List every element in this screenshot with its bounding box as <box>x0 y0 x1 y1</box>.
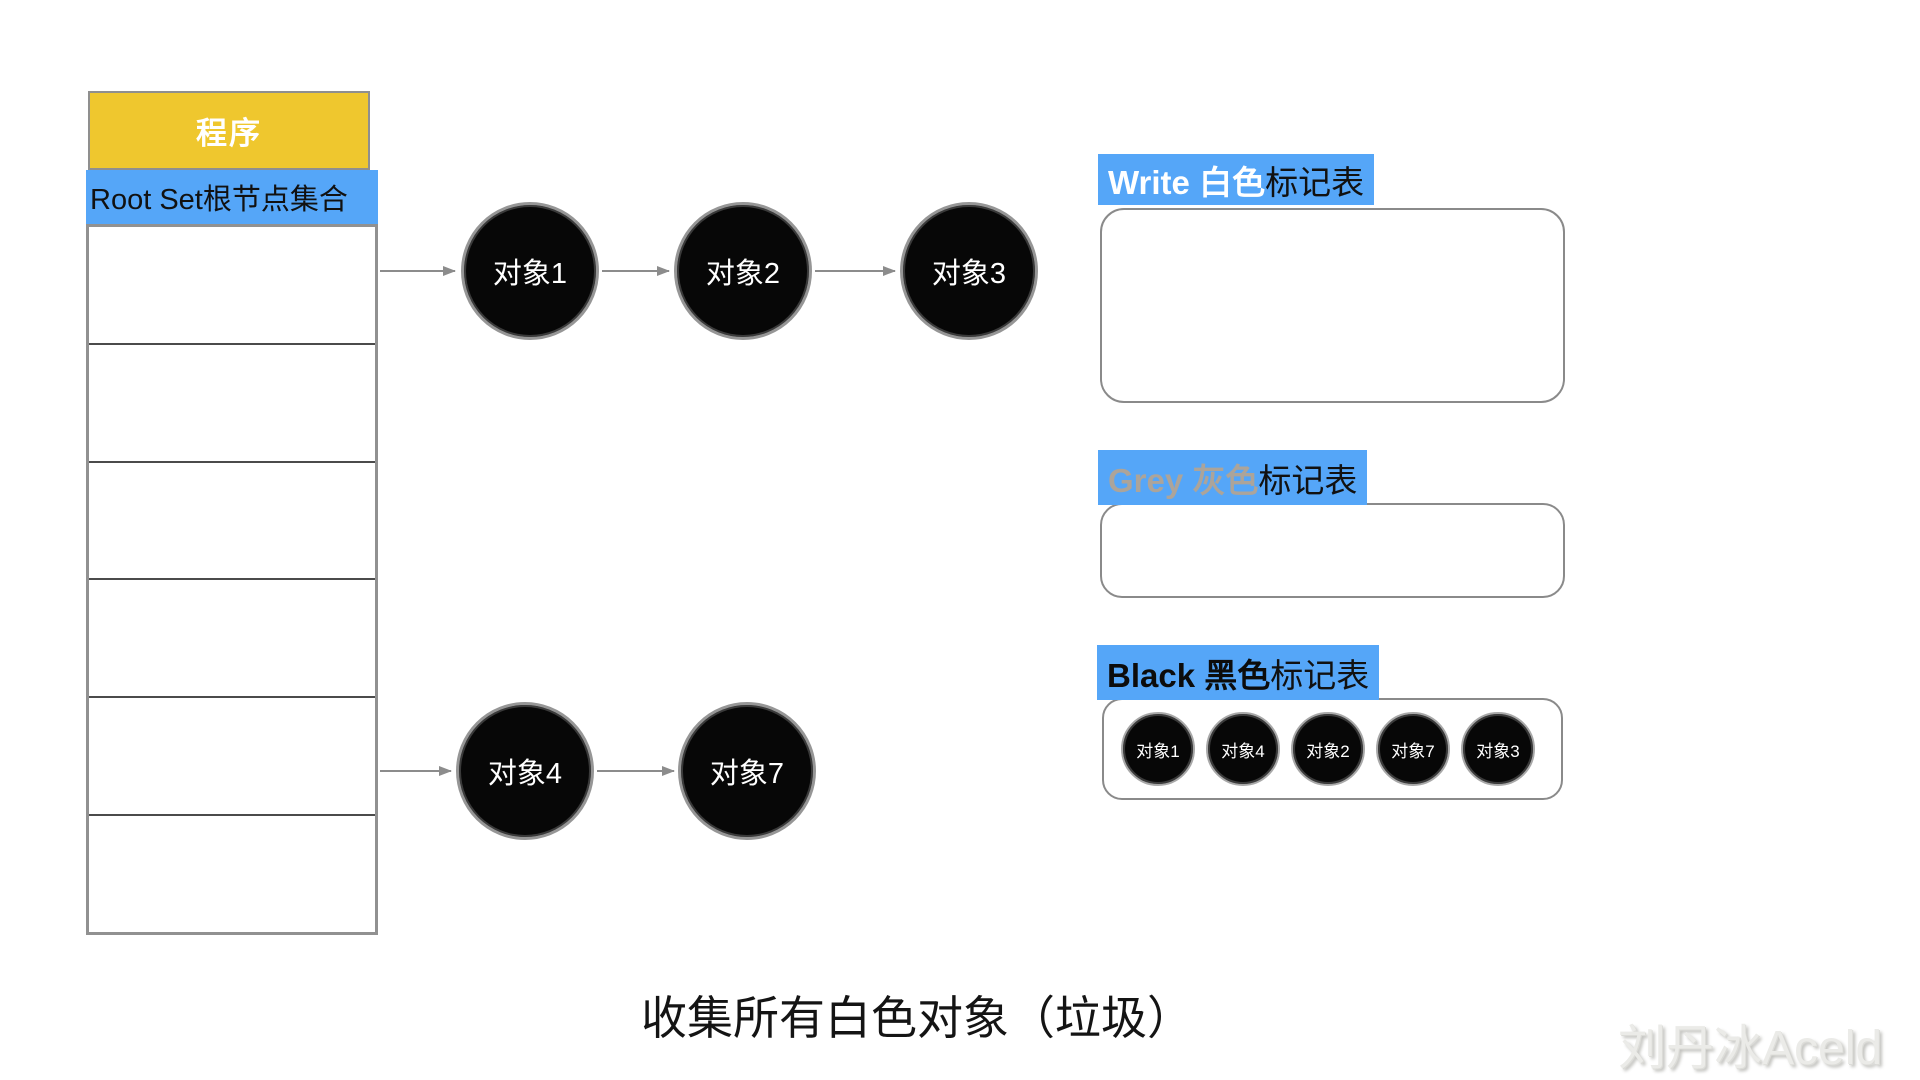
node-obj3-label: 对象3 <box>931 258 1007 290</box>
program-label: 程序 <box>196 116 262 151</box>
node-obj1: 对象1 <box>461 202 599 340</box>
root-set-label: Root Set根节点集合 <box>90 184 348 216</box>
black-mark-table-label-highlight: Black 黑色 <box>1107 656 1271 694</box>
table-row <box>89 814 375 932</box>
table-row <box>89 696 375 815</box>
node-obj1-label: 对象1 <box>492 258 568 290</box>
watermark: 刘丹冰Aceld <box>1618 1022 1883 1075</box>
black-table-node-obj4-label: 对象4 <box>1221 741 1265 761</box>
white-mark-table-label-rest: 标记表 <box>1265 163 1365 201</box>
black-mark-table-box: 对象1 对象4 对象2 对象7 对象3 <box>1102 698 1563 800</box>
node-obj2: 对象2 <box>674 202 812 340</box>
table-row <box>89 342 375 461</box>
white-mark-table-box <box>1100 208 1565 403</box>
grey-mark-table-box <box>1100 503 1565 598</box>
grey-mark-table-label-highlight: Grey 灰色 <box>1108 461 1259 499</box>
node-obj4-label: 对象4 <box>487 758 563 790</box>
black-table-node-obj1: 对象1 <box>1121 712 1195 786</box>
node-obj7-label: 对象7 <box>709 758 785 790</box>
grey-mark-table-label-rest: 标记表 <box>1258 461 1358 499</box>
caption: 收集所有白色对象（垃圾） <box>641 992 1193 1044</box>
node-obj2-label: 对象2 <box>705 258 781 290</box>
white-mark-table-label-highlight: Write 白色 <box>1108 163 1266 201</box>
black-table-node-obj7: 对象7 <box>1376 712 1450 786</box>
program-header: 程序 <box>88 91 370 170</box>
table-row <box>89 460 375 579</box>
table-row <box>89 578 375 697</box>
root-set-banner: Root Set根节点集合 <box>86 170 378 224</box>
black-table-node-obj2: 对象2 <box>1291 712 1365 786</box>
table-row <box>89 227 375 343</box>
grey-mark-table-label: Grey 灰色标记表 <box>1098 450 1368 505</box>
black-mark-table-label-rest: 标记表 <box>1270 656 1370 694</box>
black-table-node-obj4: 对象4 <box>1206 712 1280 786</box>
black-table-node-obj3: 对象3 <box>1461 712 1535 786</box>
node-obj7: 对象7 <box>678 702 816 840</box>
node-obj4: 对象4 <box>456 702 594 840</box>
black-table-node-obj1-label: 对象1 <box>1136 741 1180 761</box>
black-table-node-obj2-label: 对象2 <box>1306 741 1350 761</box>
white-mark-table-label: Write 白色标记表 <box>1098 154 1375 205</box>
black-table-node-obj3-label: 对象3 <box>1476 741 1520 761</box>
black-mark-table-label: Black 黑色标记表 <box>1097 645 1380 700</box>
black-table-node-obj7-label: 对象7 <box>1391 741 1435 761</box>
root-set-table <box>86 224 378 935</box>
node-obj3: 对象3 <box>900 202 1038 340</box>
